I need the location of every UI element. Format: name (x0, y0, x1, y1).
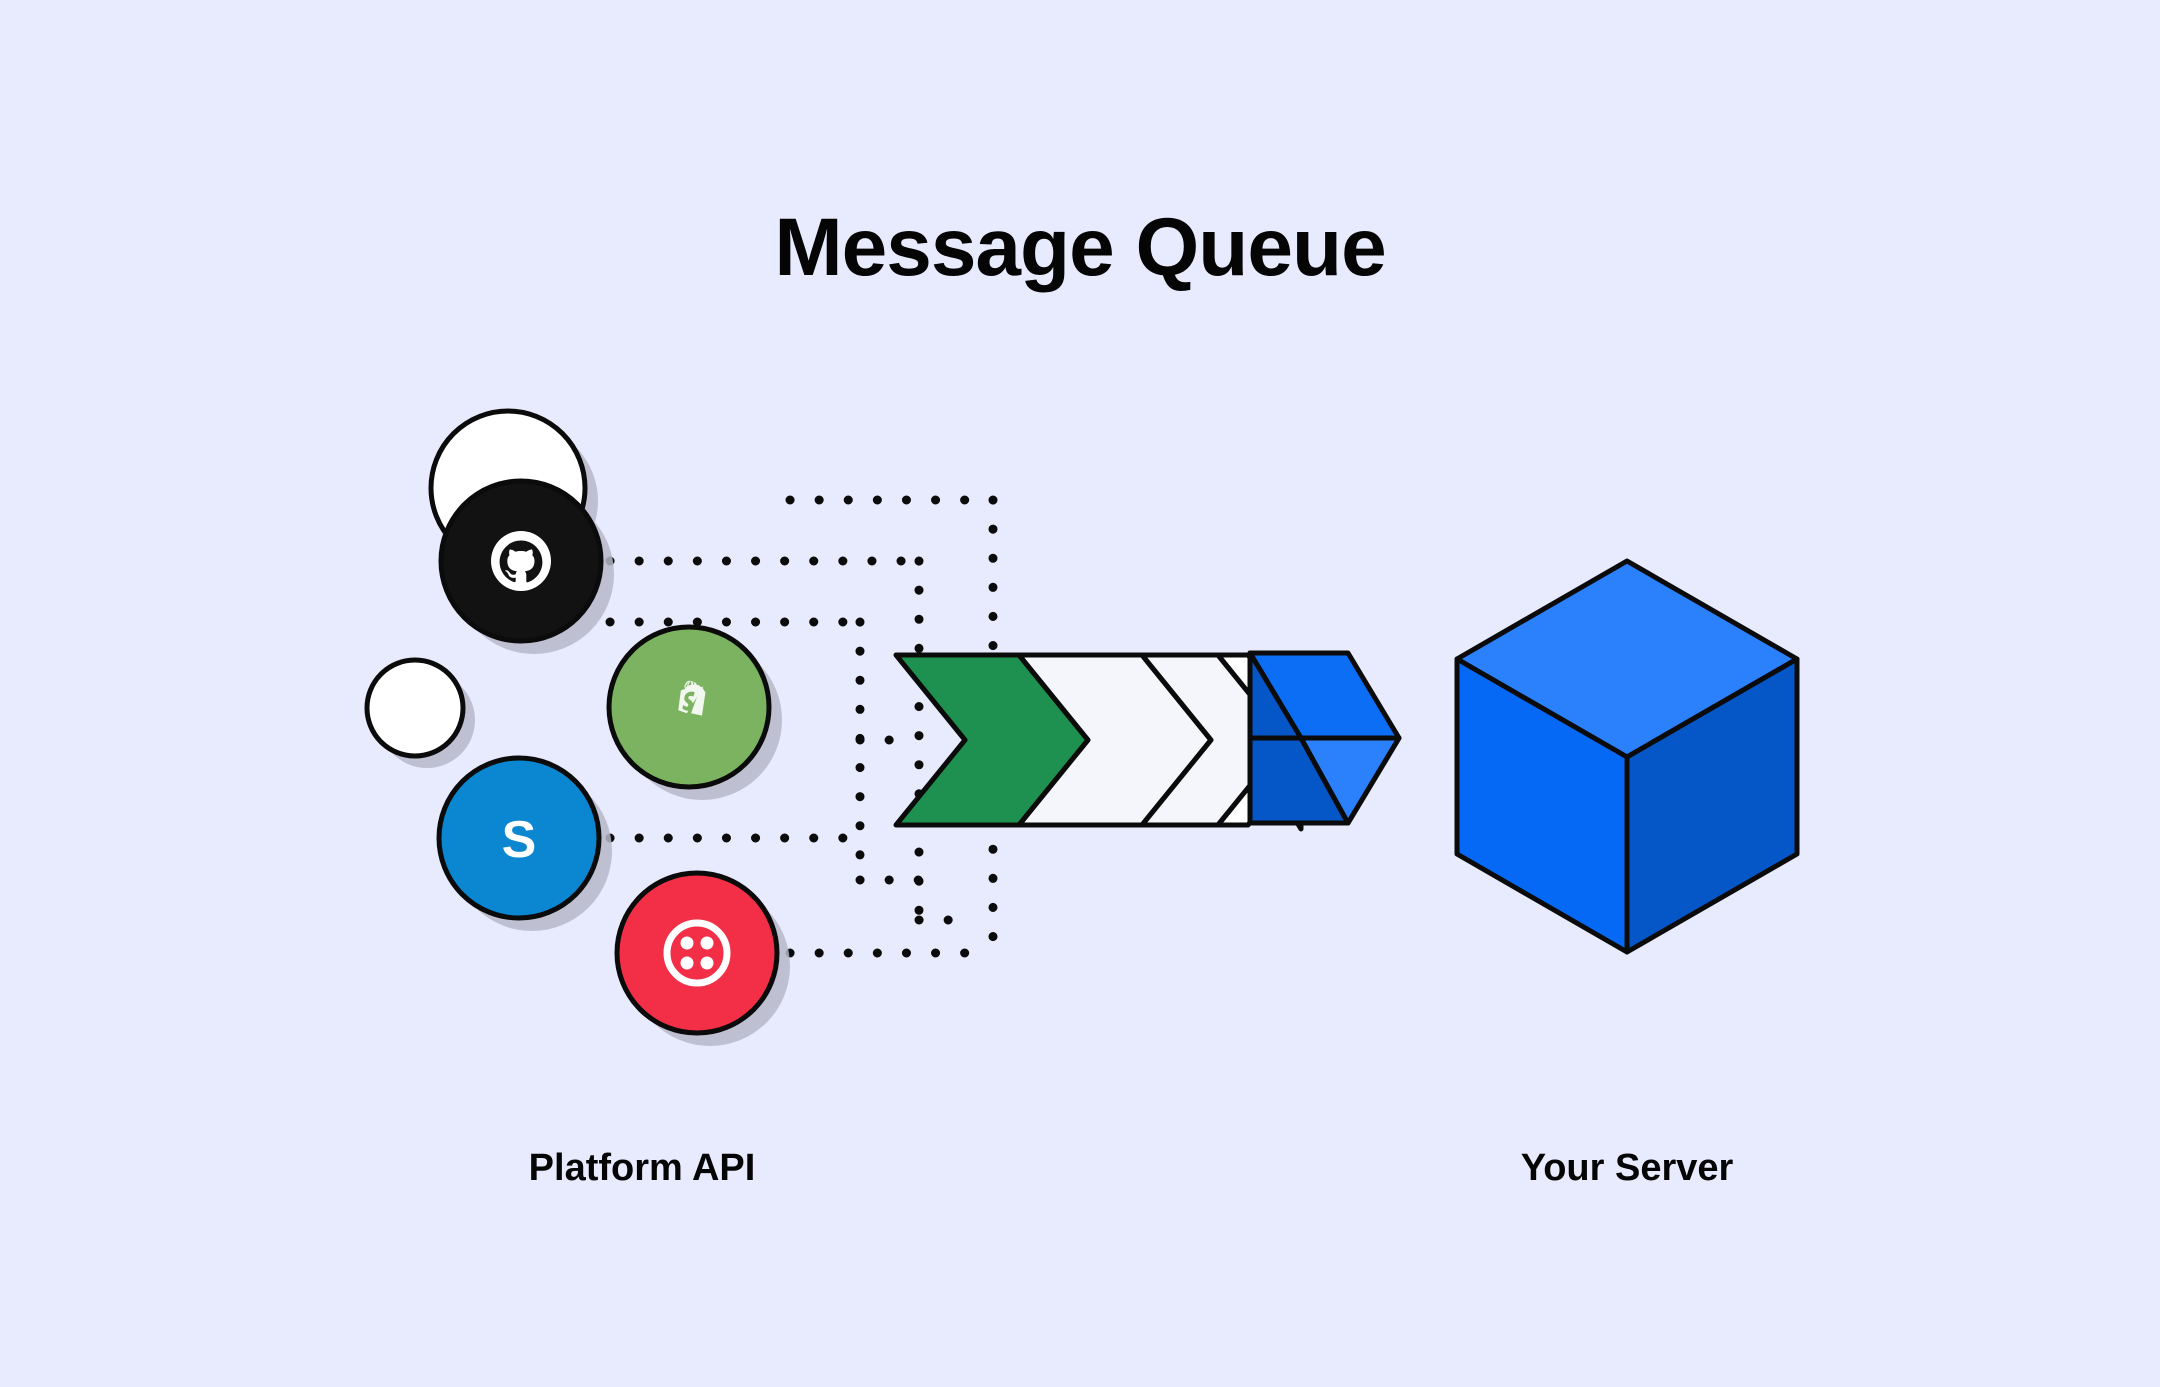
twilio-icon (663, 919, 731, 987)
source-node-stripe[interactable]: S (436, 755, 612, 931)
node-circle (614, 870, 780, 1036)
source-node-plain-small[interactable] (364, 657, 475, 768)
letter-s-icon: S (502, 811, 537, 869)
outgoing-message-cube[interactable] (1247, 650, 1402, 832)
page-title: Message Queue (774, 202, 1385, 293)
blank-circle-icon (364, 657, 466, 759)
server-cube-right-face (1624, 656, 1800, 955)
caption-your-server: Your Server (1521, 1147, 1734, 1189)
node-circle (436, 755, 602, 921)
github-icon (491, 531, 551, 591)
message-queue-chevrons (893, 652, 1320, 828)
caption-platform-api: Platform API (529, 1147, 756, 1189)
shopify-bag-icon (678, 680, 706, 716)
source-node-twilio[interactable] (614, 870, 790, 1046)
connector-lines (605, 495, 998, 958)
source-node-github[interactable] (438, 478, 614, 654)
server-cube[interactable] (1454, 558, 1800, 955)
outgoing-cube-right-face (1298, 735, 1402, 826)
source-node-shopify[interactable] (606, 624, 782, 800)
